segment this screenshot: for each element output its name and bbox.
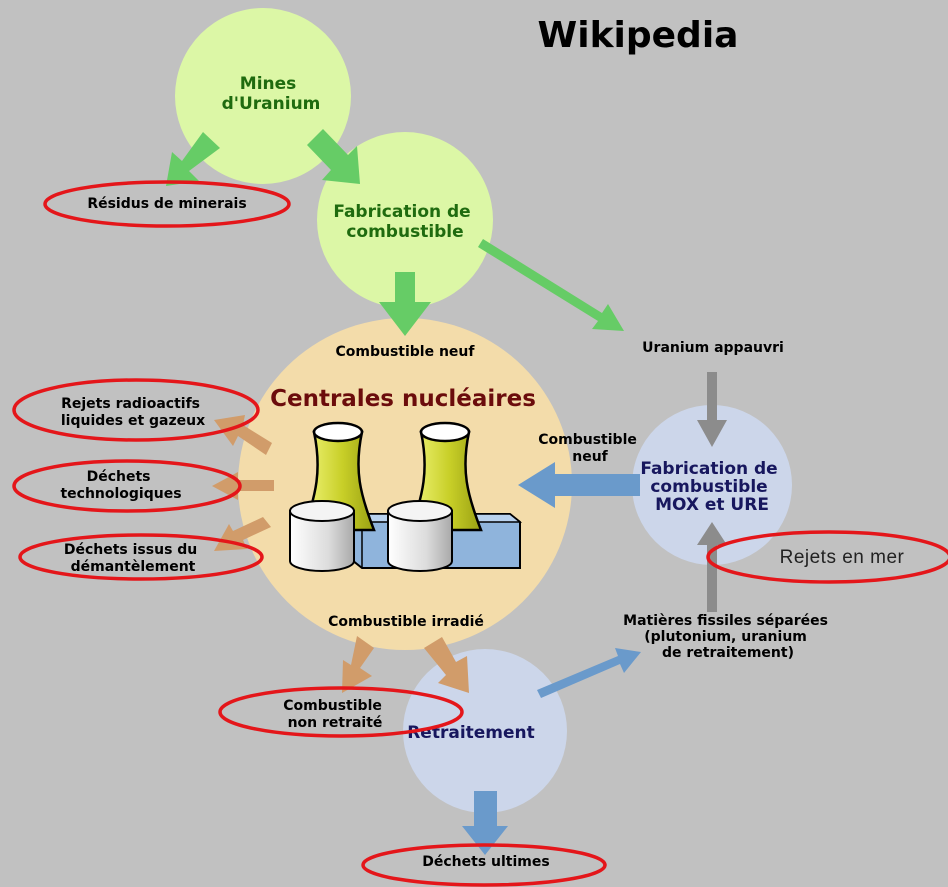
arrow-mox-centrales	[518, 462, 640, 508]
highlight-dechets-demantelement	[18, 533, 264, 581]
arrow-uranium-mox	[697, 372, 727, 447]
mox-node	[632, 405, 792, 565]
dechets-ultimes-label: Déchets ultimes	[422, 854, 549, 870]
mox-title: Fabrication de combustible MOX et URE	[640, 459, 783, 515]
highlight-combustible-non-retraite	[218, 686, 464, 738]
dechets-demantelement-label: Déchets issus du démantèlement	[64, 542, 202, 575]
arrow-centrales-dechets-techno	[212, 472, 274, 500]
highlight-dechets-techno	[12, 459, 242, 513]
fabrication-title: Fabrication de combustible	[333, 202, 476, 242]
combustible-neuf-mox-label: Combustible neuf	[538, 432, 641, 465]
arrow-fabrication-uranium	[478, 239, 624, 331]
fabrication-node	[317, 132, 493, 308]
arrow-mines-residus	[166, 132, 220, 186]
arrow-fabrication-centrales	[379, 272, 431, 336]
combustible-non-retraite-label: Combustible non retraité	[283, 698, 386, 731]
highlight-dechets-ultimes	[361, 843, 607, 887]
arrow-mines-fabrication	[307, 129, 360, 184]
residus-label: Résidus de minerais	[87, 196, 246, 212]
centrales-title: Centrales nucléaires	[270, 386, 536, 412]
highlight-rejets-en-mer	[706, 530, 948, 584]
arrow-irradie-non-retraite	[342, 636, 374, 693]
arrow-centrales-rejets	[214, 415, 272, 455]
combustible-irradie-label: Combustible irradié	[328, 614, 484, 630]
retraitement-title: Retraitement	[407, 723, 535, 743]
retraitement-node	[403, 649, 567, 813]
rejets-radioactifs-label: Rejets radioactifs liquides et gazeux	[61, 396, 205, 429]
mines-title: Mines d'Uranium	[222, 74, 321, 114]
dechets-techno-label: Déchets technologiques	[60, 469, 181, 502]
highlight-rejets-radioactifs	[12, 378, 260, 442]
arrow-irradie-retraitement	[424, 637, 469, 693]
rejets-en-mer-label: Rejets en mer	[780, 547, 905, 568]
arrow-retraitement-dechets	[462, 791, 508, 855]
uranium-appauvri-label: Uranium appauvri	[642, 340, 784, 356]
mines-node	[175, 8, 351, 184]
arrow-retraitement-matieres	[537, 648, 641, 698]
highlight-residus	[43, 180, 291, 228]
matieres-fissiles-label: Matières fissiles séparées (plutonium, u…	[623, 613, 833, 661]
combustible-neuf-label: Combustible neuf	[335, 344, 475, 360]
wikipedia-brand: Wikipedia	[538, 15, 739, 56]
power-plant-illustration	[289, 421, 523, 572]
